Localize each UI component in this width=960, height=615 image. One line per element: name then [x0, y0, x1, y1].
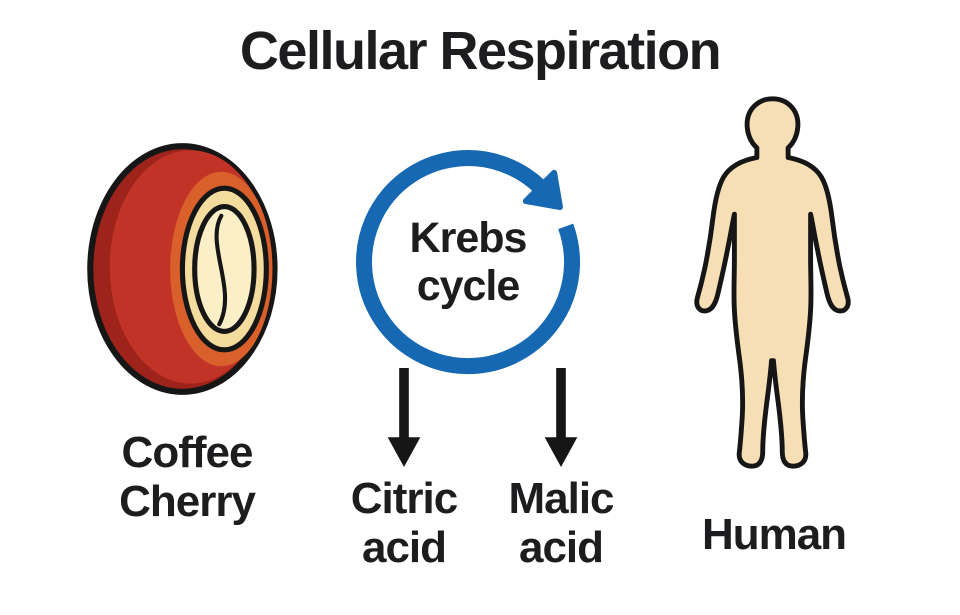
cycle-arrowhead-icon — [522, 169, 563, 210]
page-title: Cellular Respiration — [239, 21, 722, 81]
cycle-arc — [356, 150, 580, 375]
malic-acid-label: Malic acid — [461, 474, 661, 573]
label-line: cycle — [416, 262, 521, 311]
citric-acid-label: Citric acid — [304, 474, 504, 573]
arrowhead-icon — [544, 437, 578, 468]
coffee-cherry-label: Coffee Cherry — [62, 428, 312, 527]
coffee-bean-crease — [214, 213, 228, 327]
label-line: Cherry — [119, 477, 256, 527]
human-body-outline — [694, 96, 851, 469]
krebs-cycle-label: Krebs cycle — [352, 214, 584, 310]
human-label: Human — [701, 510, 847, 559]
arrowhead-icon — [387, 437, 421, 468]
label-line: acid — [361, 523, 447, 573]
label-line: acid — [518, 523, 604, 573]
malic-down-arrow-icon — [544, 368, 578, 468]
coffee-cherry-icon — [87, 143, 278, 395]
label-line: Malic — [508, 474, 614, 523]
coffee-bean — [192, 204, 257, 335]
krebs-cycle-icon — [356, 150, 580, 375]
label-line: Coffee — [121, 428, 254, 477]
label-line: Krebs — [409, 214, 528, 262]
citric-down-arrow-icon — [387, 368, 421, 468]
human-figure-icon — [694, 96, 851, 469]
label-line: Citric — [350, 474, 458, 523]
